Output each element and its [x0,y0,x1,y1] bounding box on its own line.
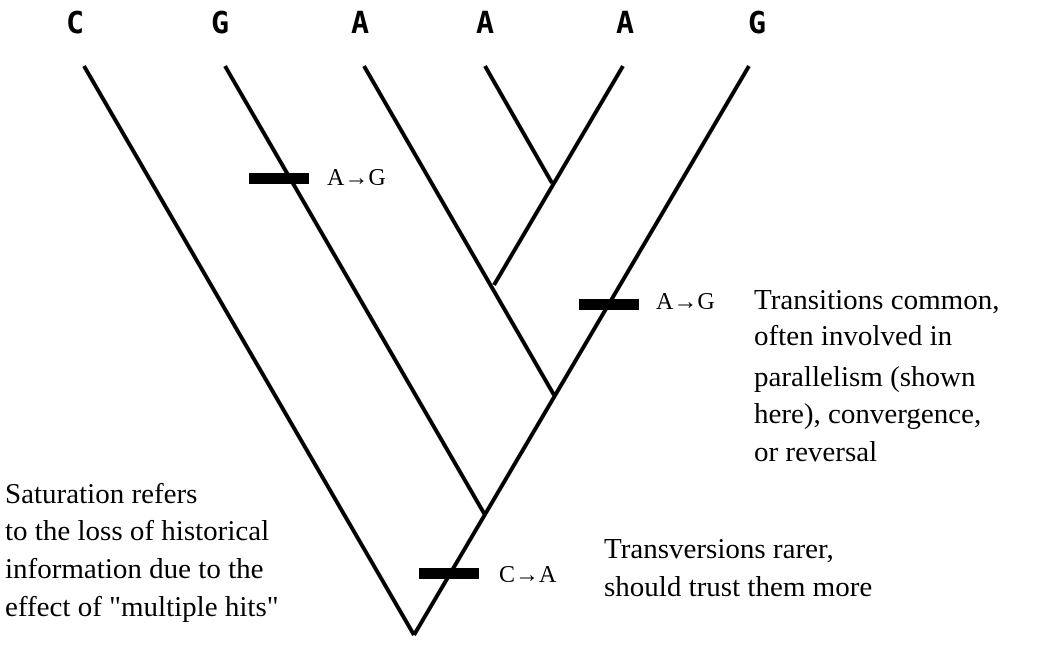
transitions-note-line: here), convergence, [754,398,981,430]
mutation-label-left: A→G [327,165,386,191]
mutation-label-right: A→G [656,289,715,315]
saturation-note-line: Saturation refers [5,478,197,510]
branch-inner-clade [492,64,625,287]
tip-label-1: C [66,6,84,41]
branch-tip-1 [82,64,416,637]
transitions-note-line: or reversal [754,436,877,468]
transitions-note-line: parallelism (shown [754,361,976,393]
mutation-label-root: C→A [499,562,557,588]
branch-main-spine [412,64,751,637]
saturation-note: Saturation refers to the loss of histori… [5,478,279,623]
transitions-note-line: often involved in [754,320,953,352]
branch-tip-2 [223,64,487,517]
saturation-note-line: effect of "multiple hits" [5,591,279,623]
tip-label-4: A [476,6,494,41]
tip-label-6: G [748,6,766,41]
tip-labels: C G A A A G [66,6,766,41]
transitions-note-line: Transitions common, [754,284,999,316]
mutation-bar-right [579,299,639,310]
saturation-note-line: to the loss of historical [5,515,269,547]
tip-label-2: G [211,6,229,41]
mutation-markers [249,173,639,579]
transversions-note-line: Transversions rarer, [604,533,834,565]
tip-label-3: A [351,6,369,41]
mutation-bar-left [249,173,309,184]
transversions-note-line: should trust them more [604,571,872,603]
tip-label-5: A [616,6,634,41]
mutation-bar-root [419,568,479,579]
saturation-note-line: information due to the [5,553,264,585]
branch-tip-4 [483,65,554,184]
transversions-note: Transversions rarer, should trust them m… [604,533,872,603]
transitions-note: Transitions common, often involved in pa… [754,284,999,468]
tree-branches [82,64,751,637]
mutation-labels: A→G A→G C→A [327,165,715,588]
branch-tip-3 [362,64,556,397]
